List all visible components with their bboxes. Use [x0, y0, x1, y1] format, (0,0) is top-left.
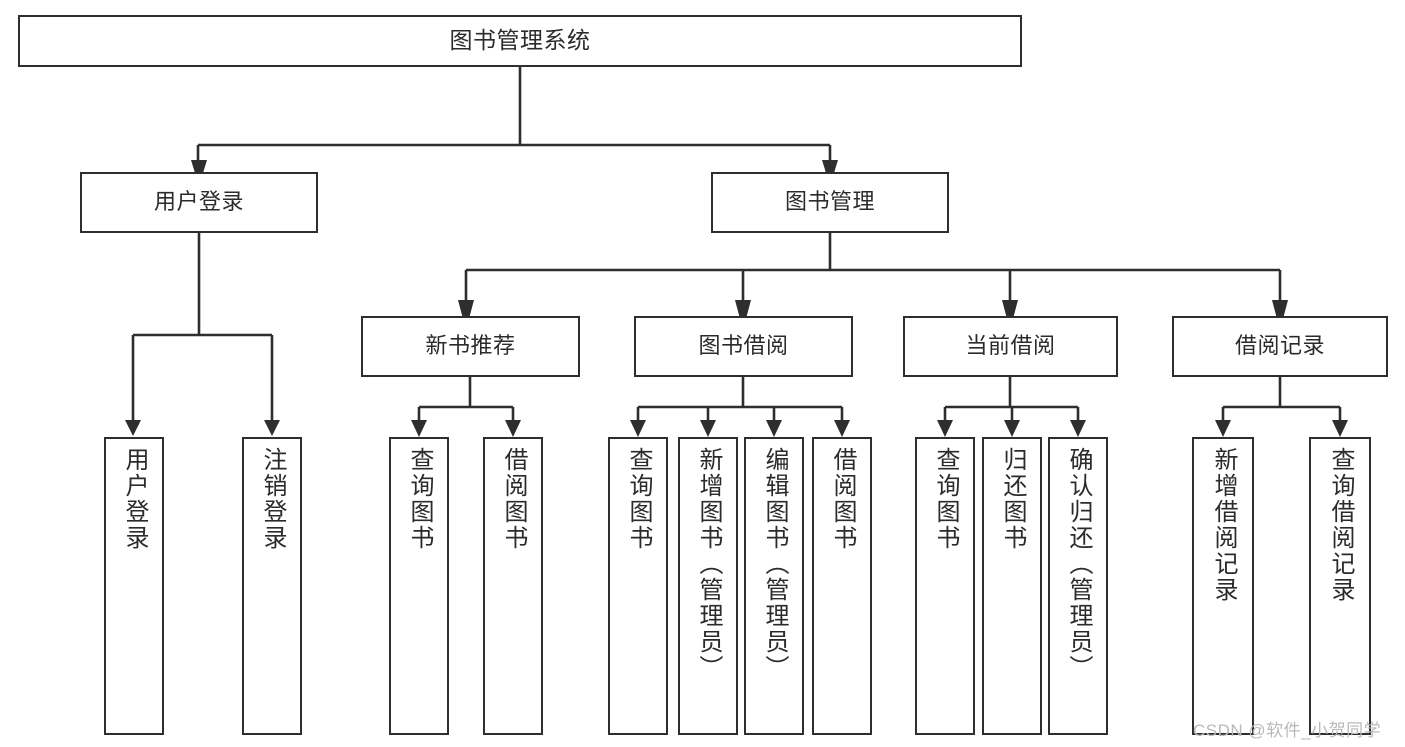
node-current-borrow-label: 当前借阅	[965, 333, 1056, 359]
node-root-label: 图书管理系统	[449, 27, 591, 54]
leaf-label: 查询图书	[406, 447, 433, 551]
leaf-borrow-book-1[interactable]: 借阅图书	[483, 437, 543, 735]
leaf-user-login[interactable]: 用户登录	[104, 437, 164, 735]
node-borrow-record-label: 借阅记录	[1234, 333, 1325, 359]
leaf-confirm-return-admin[interactable]: 确认归还（管理员）	[1048, 437, 1108, 735]
node-book-borrow-label: 图书借阅	[698, 333, 789, 359]
node-user-login-label: 用户登录	[153, 189, 244, 215]
leaf-label: 查询图书	[625, 447, 652, 551]
leaf-query-book-2[interactable]: 查询图书	[608, 437, 668, 735]
leaf-label: 归还图书	[999, 447, 1026, 551]
leaf-return-book[interactable]: 归还图书	[982, 437, 1042, 735]
leaf-add-borrow-record[interactable]: 新增借阅记录	[1192, 437, 1254, 735]
node-new-book-recommend[interactable]: 新书推荐	[361, 316, 580, 377]
csdn-watermark: CSDN @软件_小贺同学	[1193, 721, 1382, 740]
leaf-query-borrow-record[interactable]: 查询借阅记录	[1309, 437, 1371, 735]
leaf-logout[interactable]: 注销登录	[242, 437, 302, 735]
node-root[interactable]: 图书管理系统	[18, 15, 1022, 67]
leaf-label: 借阅图书	[500, 447, 527, 551]
leaf-label: 用户登录	[121, 447, 148, 551]
leaf-add-book-admin[interactable]: 新增图书（管理员）	[678, 437, 738, 735]
node-book-management-label: 图书管理	[784, 189, 875, 215]
leaf-label: 新增借阅记录	[1210, 447, 1237, 603]
leaf-label: 查询图书	[932, 447, 959, 551]
leaf-label: 编辑图书（管理员）	[761, 447, 788, 681]
node-book-borrow[interactable]: 图书借阅	[634, 316, 853, 377]
leaf-edit-book-admin[interactable]: 编辑图书（管理员）	[744, 437, 804, 735]
leaf-label: 查询借阅记录	[1327, 447, 1354, 603]
node-current-borrow[interactable]: 当前借阅	[903, 316, 1118, 377]
node-new-book-recommend-label: 新书推荐	[425, 333, 516, 359]
leaf-borrow-book-2[interactable]: 借阅图书	[812, 437, 872, 735]
leaf-label: 借阅图书	[829, 447, 856, 551]
leaf-query-book-1[interactable]: 查询图书	[389, 437, 449, 735]
leaf-label: 新增图书（管理员）	[695, 447, 722, 681]
node-borrow-record[interactable]: 借阅记录	[1172, 316, 1388, 377]
node-book-management[interactable]: 图书管理	[711, 172, 949, 233]
leaf-query-book-3[interactable]: 查询图书	[915, 437, 975, 735]
node-user-login[interactable]: 用户登录	[80, 172, 318, 233]
leaf-label: 注销登录	[259, 447, 286, 551]
leaf-label: 确认归还（管理员）	[1065, 447, 1092, 681]
